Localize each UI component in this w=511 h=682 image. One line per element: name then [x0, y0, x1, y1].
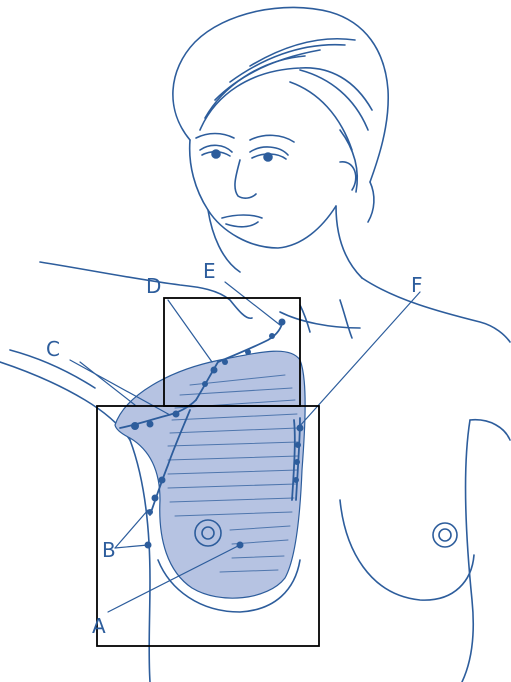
shaded-breast-region: [115, 351, 305, 598]
label-d: D: [146, 274, 161, 298]
head-outline: [173, 7, 388, 278]
label-a: A: [92, 614, 106, 638]
label-f: F: [411, 273, 423, 297]
label-b: B: [102, 538, 116, 562]
label-c: C: [46, 337, 60, 361]
label-e: E: [203, 259, 216, 283]
